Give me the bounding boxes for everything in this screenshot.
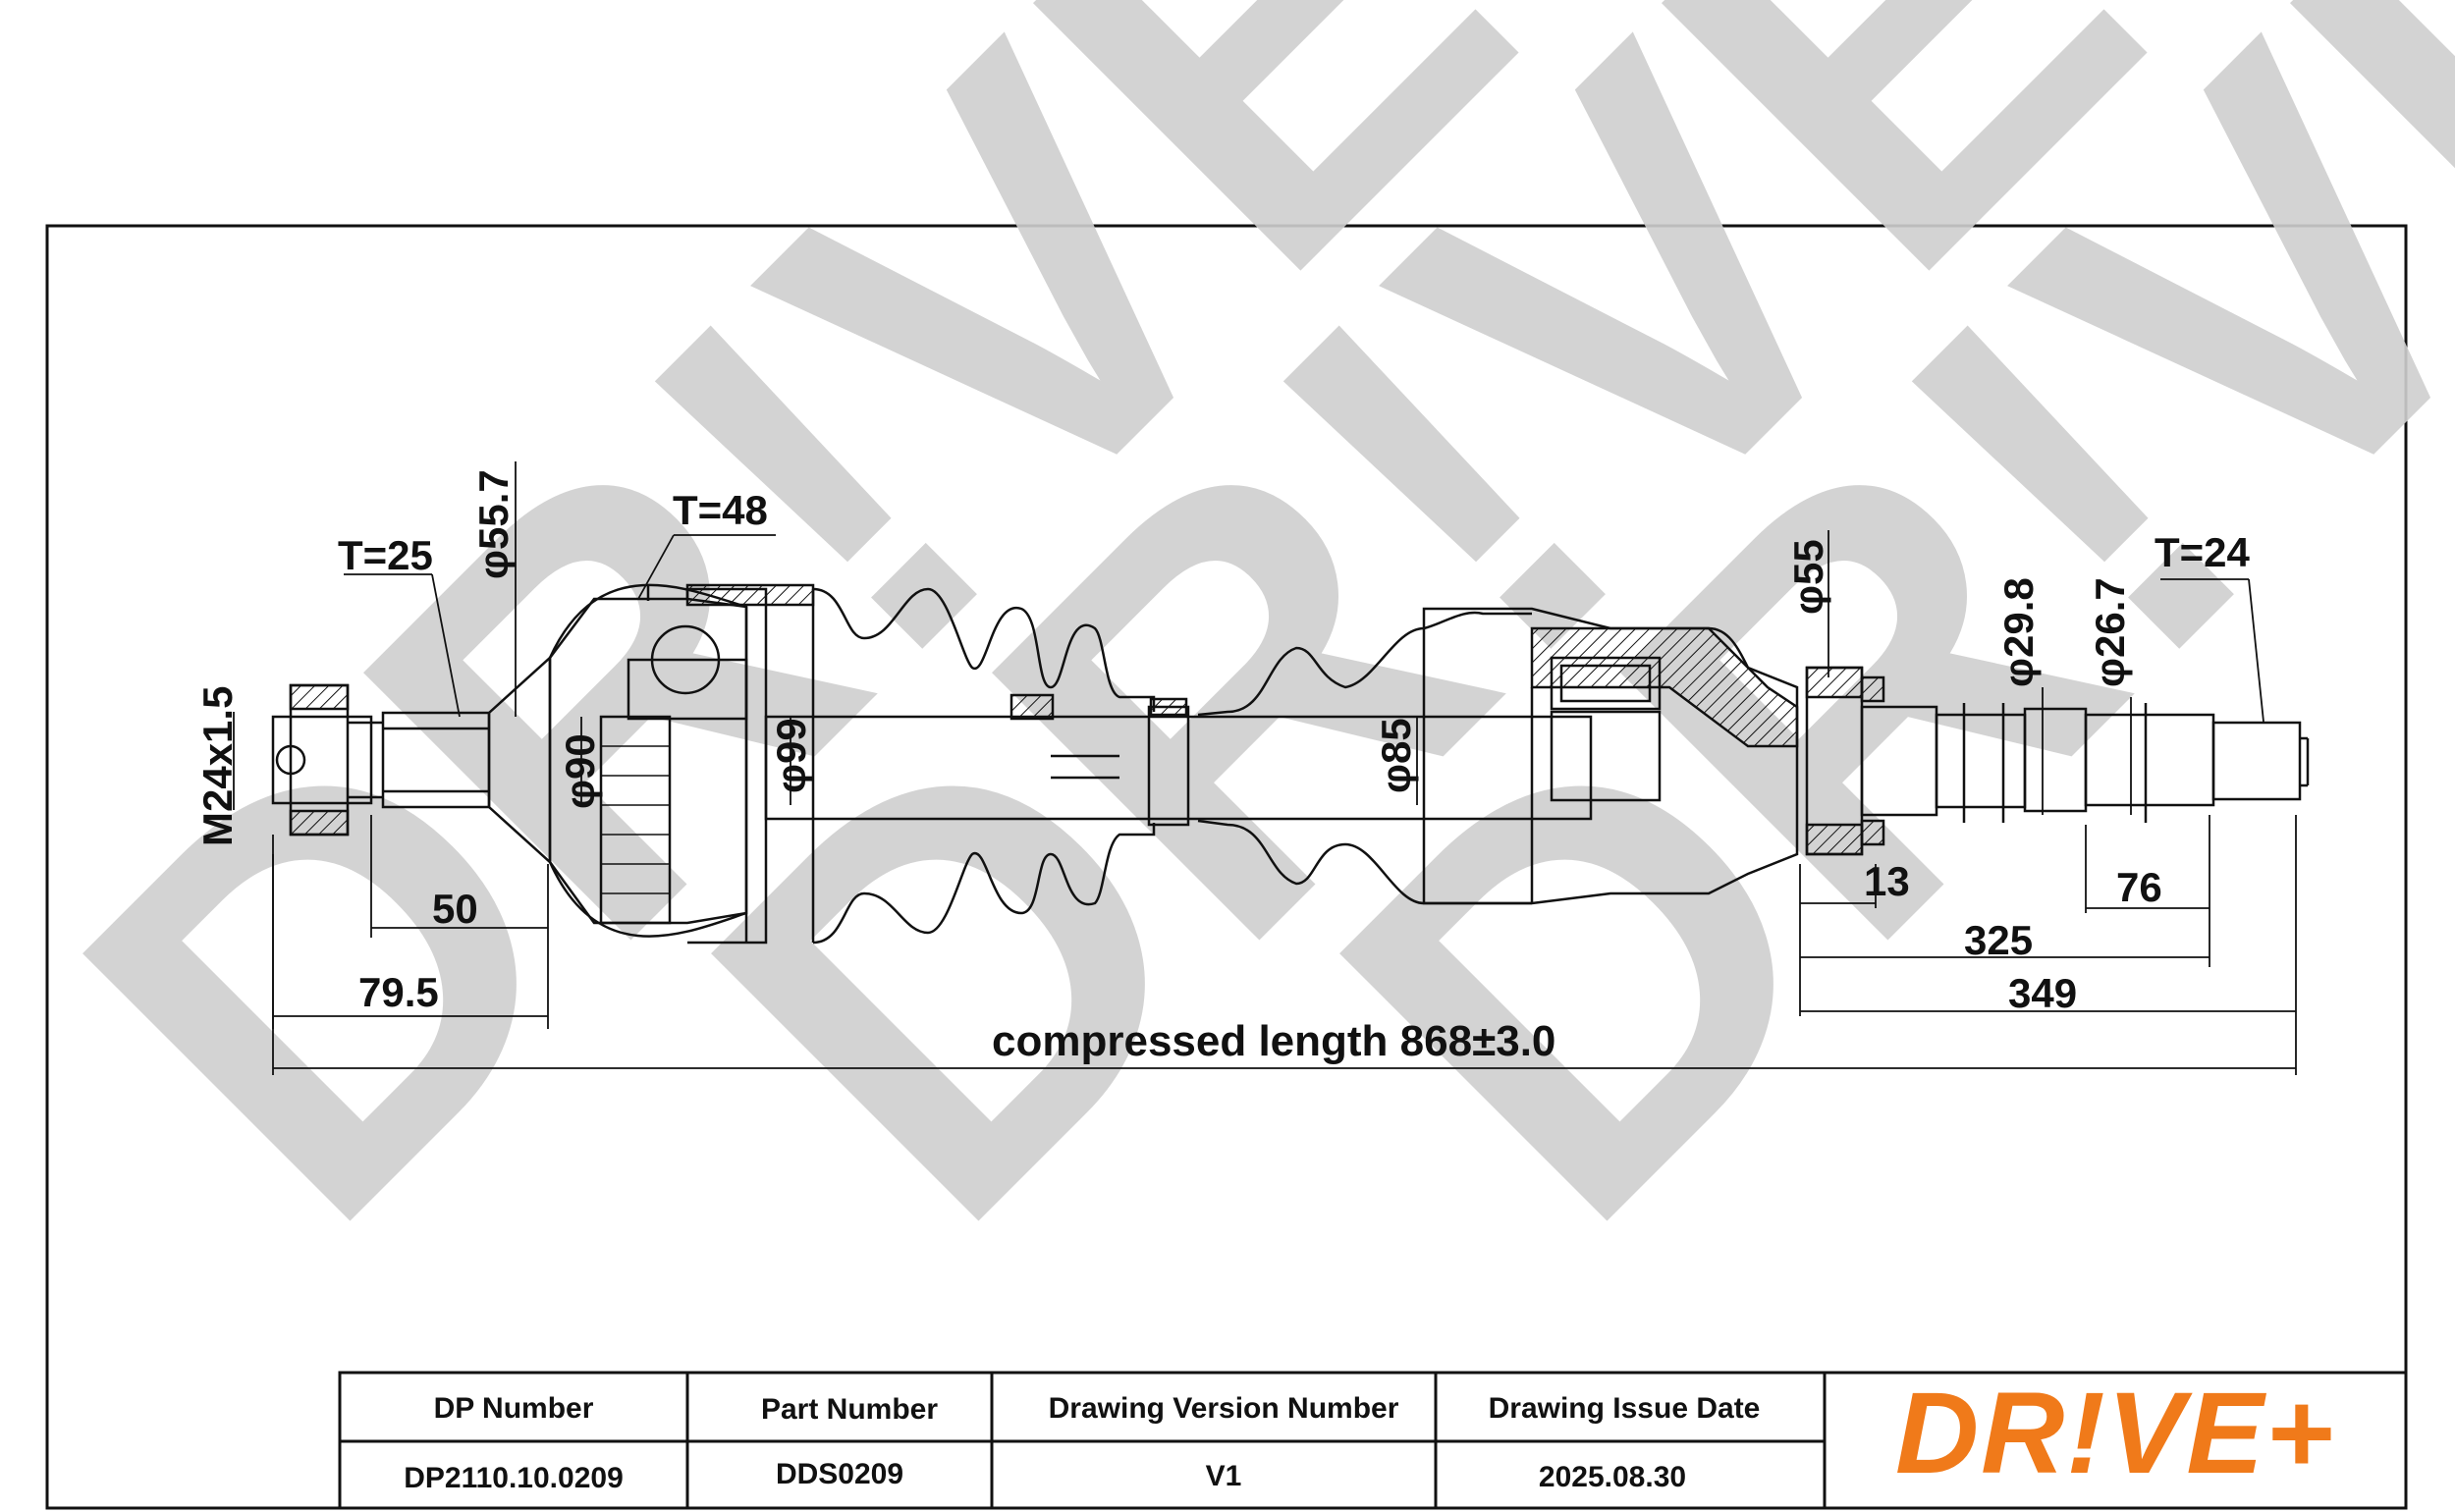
right-spline: [2211, 721, 2302, 801]
drive-logo: DR!VE+: [1895, 1369, 2335, 1498]
driveshaft-drawing: [271, 583, 2310, 945]
cotter-pin-hole: [275, 744, 306, 776]
main-shaft: [764, 715, 1593, 821]
outer-boot-top: [812, 587, 1156, 712]
left-thread: [271, 715, 373, 805]
length-50-label: 50: [432, 886, 478, 932]
outer-boot-bottom: [812, 823, 1156, 945]
diameter-26-7-label: φ26.7: [2087, 577, 2133, 687]
tripod-roller: [1550, 656, 1662, 711]
inner-boot-top: [1197, 611, 1532, 717]
inner-boot-bottom: [1197, 819, 1532, 905]
value-issue-date: 2025.08.30: [1539, 1461, 1686, 1493]
torque-left-label: T=25: [338, 532, 433, 578]
diameter-99-label: φ99: [768, 718, 814, 793]
length-79-5-label: 79.5: [358, 969, 439, 1015]
dimension-lines: [233, 461, 2297, 1075]
title-block: [338, 1371, 2408, 1510]
compressed-length-label: compressed length 868±3.0: [992, 1017, 1555, 1065]
torque-right-label: T=24: [2155, 529, 2251, 575]
title-block-text: DP Number Part Number Drawing Version Nu…: [404, 1392, 1760, 1494]
header-drawing-version: Drawing Version Number: [1049, 1392, 1399, 1425]
length-76-label: 76: [2116, 864, 2162, 910]
value-drawing-version: V1: [1206, 1460, 1242, 1492]
length-13-label: 13: [1864, 858, 1910, 904]
thread-label: M24x1.5: [194, 686, 241, 846]
abs-ring: [599, 715, 672, 925]
dimension-labels: M24x1.5 T=25 φ55.7 T=48 φ90 φ99 φ85 φ55 …: [194, 469, 2251, 1065]
diameter-90-label: φ90: [557, 733, 603, 809]
value-dp-number: DP2110.10.0209: [404, 1462, 624, 1494]
diameter-55-label: φ55: [1785, 539, 1831, 615]
diameter-55-7-label: φ55.7: [470, 469, 517, 579]
length-349-label: 349: [2008, 970, 2077, 1016]
header-dp-number: DP Number: [434, 1392, 594, 1425]
value-part-number: DDS0209: [776, 1458, 903, 1490]
header-issue-date: Drawing Issue Date: [1489, 1392, 1761, 1425]
diameter-85-label: φ85: [1373, 718, 1419, 793]
torque-boot-label: T=48: [673, 487, 768, 533]
length-325-label: 325: [1964, 917, 2033, 963]
diameter-29-8-label: φ29.8: [1995, 577, 2042, 687]
header-part-number: Part Number: [761, 1393, 938, 1426]
